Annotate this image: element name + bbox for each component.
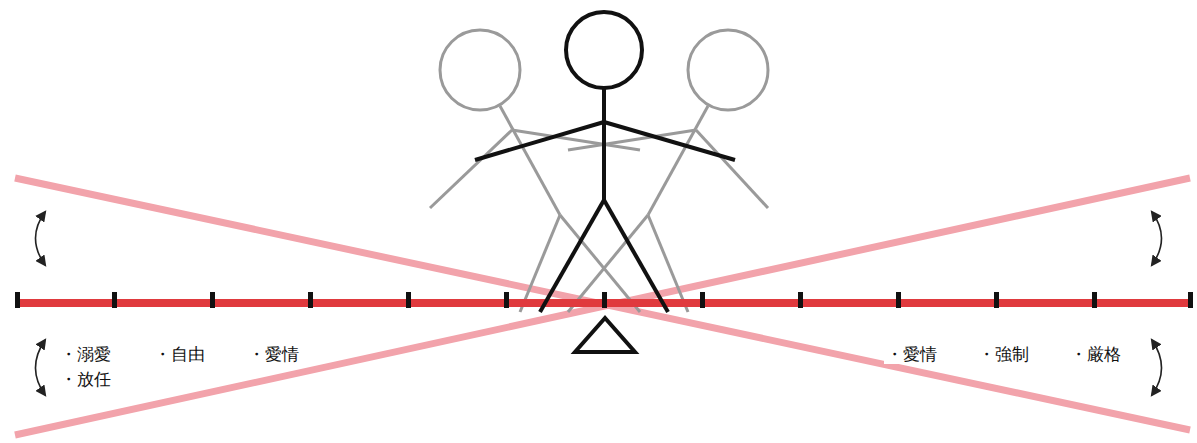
label-text: ・強制 [976,344,1031,364]
tick-marks [15,292,1193,308]
label-text: ・愛情 [246,344,301,364]
swing-arrows [36,212,1162,395]
label-text: ・溺愛 [58,344,113,364]
grey-figure [568,30,768,312]
label-text: ・自由 [152,344,207,364]
label-text: ・愛情 [884,344,939,364]
center-figure [475,12,735,312]
label-text: ・放任 [58,369,113,389]
label-text: ・厳格 [1068,344,1123,364]
fulcrum-triangle [575,318,635,352]
grey-figure [430,30,640,312]
